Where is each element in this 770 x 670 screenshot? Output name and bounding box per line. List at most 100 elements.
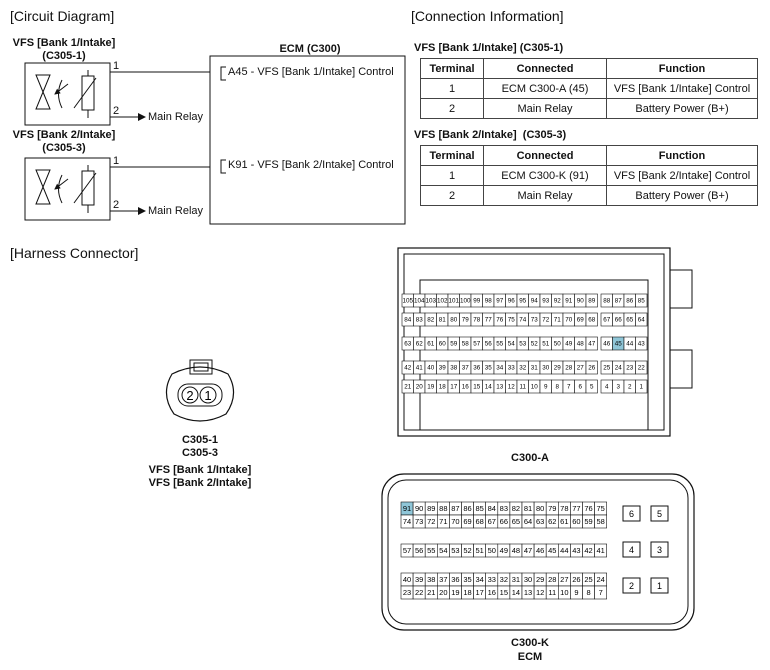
pin-number: 41 xyxy=(596,546,604,555)
pin-cell xyxy=(622,577,641,594)
vfs1-code: (C305-1) xyxy=(42,50,86,62)
table-row: 2 Main Relay Battery Power (B+) xyxy=(420,185,758,206)
pin-number: 89 xyxy=(588,298,596,305)
pin-number: 30 xyxy=(524,575,532,584)
pin-number: 65 xyxy=(626,317,634,324)
pin-number: 77 xyxy=(572,504,580,513)
pin-number: 82 xyxy=(427,317,435,324)
pin-number: 53 xyxy=(451,546,459,555)
pin-number: 47 xyxy=(524,546,532,555)
pin-number: 54 xyxy=(439,546,447,555)
vfs1-title: VFS [Bank 1/Intake] xyxy=(12,37,116,49)
pin-number: 87 xyxy=(615,298,623,305)
vfs2-pin1-label: 1 xyxy=(113,155,120,167)
pin-number: 85 xyxy=(475,504,483,513)
pin-number: 69 xyxy=(463,517,471,526)
pin-number: 60 xyxy=(439,341,447,348)
vfs1-solenoid-symbol xyxy=(24,62,111,126)
pin-number: 55 xyxy=(496,341,504,348)
pin-number: 44 xyxy=(560,546,568,555)
pin-number: 1 xyxy=(657,581,662,591)
function-cell: Battery Power (B+) xyxy=(606,98,758,119)
header-connected: Connected xyxy=(483,58,607,79)
pin-cell xyxy=(635,293,648,308)
pin-number: 33 xyxy=(488,575,496,584)
pin-number: 42 xyxy=(584,546,592,555)
pin-number: 29 xyxy=(554,365,562,372)
pin-number: 62 xyxy=(416,341,424,348)
pin-number: 103 xyxy=(425,298,436,305)
pin-number: 76 xyxy=(496,317,504,324)
pin-number: 9 xyxy=(574,588,578,597)
pin-number: 49 xyxy=(565,341,573,348)
pin-number: 23 xyxy=(626,365,634,372)
pin-number: 22 xyxy=(638,365,646,372)
pin-number: 11 xyxy=(519,384,526,391)
pin-number: 64 xyxy=(638,317,646,324)
pin-number: 17 xyxy=(450,384,458,391)
pin-cell xyxy=(635,312,648,327)
pin-number: 60 xyxy=(572,517,580,526)
pin-number: 21 xyxy=(404,384,412,391)
pin-number: 68 xyxy=(475,517,483,526)
pin-number: 45 xyxy=(615,341,623,348)
pin-number: 67 xyxy=(603,317,611,324)
vfs1-wires xyxy=(110,71,210,121)
ecm-connector-label: ECM xyxy=(517,651,543,663)
pin-cell xyxy=(594,514,608,529)
table1-title: VFS [Bank 1/Intake] (C305-1) xyxy=(414,42,564,54)
pin-number: 59 xyxy=(450,341,458,348)
pin-cell xyxy=(585,360,598,375)
pin-number: 57 xyxy=(403,546,411,555)
pin-number: 29 xyxy=(536,575,544,584)
pin-number: 99 xyxy=(473,298,481,305)
vfs2-main-relay: Main Relay xyxy=(148,205,204,217)
pin-number: 8 xyxy=(555,384,559,391)
pin-number: 20 xyxy=(416,384,424,391)
connected-cell: ECM C300-K (91) xyxy=(483,165,607,186)
pin-number: 48 xyxy=(577,341,585,348)
pin-number: 12 xyxy=(508,384,516,391)
pin-number: 27 xyxy=(577,365,585,372)
small-pin-1: 1 xyxy=(204,388,211,403)
pin-number: 6 xyxy=(578,384,582,391)
pin-number: 78 xyxy=(473,317,481,324)
function-cell: VFS [Bank 1/Intake] Control xyxy=(606,78,758,99)
pin-number: 79 xyxy=(462,317,470,324)
pin-number: 73 xyxy=(531,317,539,324)
connection-info-title: [Connection Information] xyxy=(411,8,564,24)
c300a-label: C300-A xyxy=(511,452,549,464)
pin-number: 80 xyxy=(536,504,544,513)
table-row: 1 ECM C300-K (91) VFS [Bank 2/Intake] Co… xyxy=(420,165,758,186)
pin-number: 32 xyxy=(500,575,508,584)
pin-number: 25 xyxy=(603,365,611,372)
terminal-cell: 2 xyxy=(420,98,484,119)
pin-number: 90 xyxy=(577,298,585,305)
table-row: 1 ECM C300-A (45) VFS [Bank 1/Intake] Co… xyxy=(420,78,758,99)
harness-connector-title: [Harness Connector] xyxy=(10,245,139,261)
pin-number: 82 xyxy=(512,504,520,513)
pin-number: 79 xyxy=(548,504,556,513)
pin-number: 22 xyxy=(415,588,423,597)
pin-number: 13 xyxy=(524,588,532,597)
pin-number: 76 xyxy=(584,504,592,513)
pin-number: 83 xyxy=(500,504,508,513)
pin-number: 35 xyxy=(463,575,471,584)
pin-number: 65 xyxy=(512,517,520,526)
pin-number: 75 xyxy=(508,317,516,324)
pin-number: 93 xyxy=(542,298,550,305)
pin-number: 66 xyxy=(615,317,623,324)
pin-number: 50 xyxy=(554,341,562,348)
pin-cell xyxy=(622,541,641,558)
pin-number: 101 xyxy=(448,298,459,305)
pin-cell xyxy=(585,336,598,351)
pin-number: 18 xyxy=(463,588,471,597)
pin-number: 31 xyxy=(512,575,520,584)
pin-number: 85 xyxy=(638,298,646,305)
pin-number: 20 xyxy=(439,588,447,597)
pin-number: 4 xyxy=(605,384,609,391)
pin-number: 52 xyxy=(463,546,471,555)
header-function: Function xyxy=(606,58,758,79)
pin-number: 70 xyxy=(451,517,459,526)
table-header-row: Terminal Connected Function xyxy=(420,58,758,79)
